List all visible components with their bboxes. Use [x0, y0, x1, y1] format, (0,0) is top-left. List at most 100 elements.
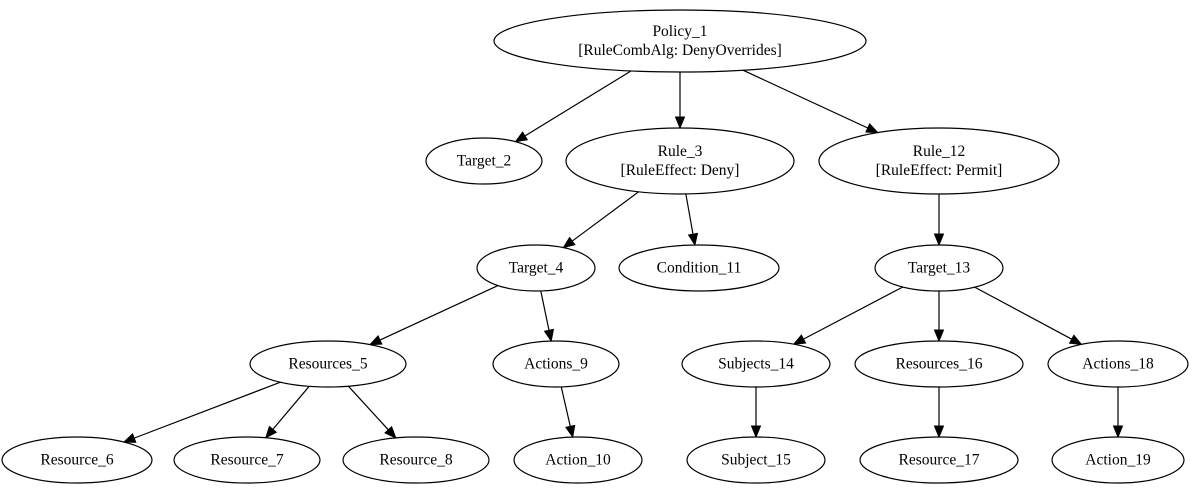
node-attribute: [RuleEffect: Deny] [621, 162, 740, 179]
node-label: Resources_16 [896, 356, 983, 373]
node-action-10: Action_10 [513, 436, 643, 484]
edge-line [560, 386, 571, 427]
edge-line [133, 381, 281, 439]
node-resources-5: Resources_5 [249, 340, 407, 388]
edge-resources_16-to-resource_17 [933, 387, 945, 439]
node-label: Action_19 [1085, 452, 1151, 469]
node-label: Resource_17 [899, 452, 980, 469]
node-policy-1: Policy_1 [RuleCombAlg: DenyOverrides] [493, 9, 867, 73]
edge-actions_18-to-action_19 [1112, 387, 1124, 439]
edge-subjects_14-to-subject_15 [750, 387, 762, 439]
node-ellipse [681, 340, 831, 388]
edge-policy_1-to-rule_3 [674, 72, 686, 130]
node-actions-9: Actions_9 [492, 340, 620, 388]
arrowhead [264, 425, 278, 439]
arrowhead [1112, 425, 1124, 439]
edge-target_13-to-subjects_14 [792, 286, 904, 345]
node-ellipse [859, 436, 1019, 484]
edge-policy_1-to-target_2 [514, 70, 632, 143]
arrowhead [865, 123, 879, 134]
node-ellipse [425, 137, 543, 185]
node-label: Resources_5 [288, 356, 367, 373]
node-label: Rule_3 [658, 143, 703, 160]
node-ellipse [492, 340, 620, 388]
node-target-13: Target_13 [874, 244, 1004, 292]
node-label: Policy_1 [652, 23, 707, 40]
edge-line [272, 385, 310, 430]
node-ellipse [513, 436, 643, 484]
edge-resources_5-to-resource_8 [347, 385, 397, 439]
arrowhead [368, 335, 383, 346]
node-subject-15: Subject_15 [686, 436, 826, 484]
node-label: Actions_9 [524, 356, 588, 373]
arrowhead [384, 425, 397, 439]
arrowhead [514, 131, 529, 143]
arrowhead [122, 433, 137, 443]
edge-line [974, 286, 1073, 340]
edge-line [347, 385, 389, 431]
arrowhead [792, 334, 807, 345]
node-rule-3: Rule_3 [RuleEffect: Deny] [565, 127, 795, 195]
node-label: Resource_6 [40, 452, 113, 469]
node-label: Action_10 [545, 452, 611, 469]
node-label: Subject_15 [721, 452, 791, 469]
node-resource-17: Resource_17 [859, 436, 1019, 484]
edge-rule_3-to-target_4 [562, 191, 639, 249]
node-label: Rule_12 [913, 143, 966, 160]
node-resource-8: Resource_8 [342, 436, 490, 484]
arrowhead [750, 425, 762, 439]
node-ellipse [854, 340, 1024, 388]
nodes-layer: Policy_1 [RuleCombAlg: DenyOverrides] Targ… [1, 9, 1189, 484]
node-label: Target_13 [908, 260, 971, 277]
edge-line [379, 285, 499, 341]
arrowhead [687, 232, 699, 247]
node-ellipse [249, 340, 407, 388]
arrowhead [933, 233, 945, 247]
node-target-4: Target_4 [476, 244, 596, 292]
edge-actions_9-to-action_10 [560, 386, 576, 439]
edge-target_4-to-actions_9 [540, 290, 555, 343]
edge-resources_5-to-resource_6 [122, 381, 281, 443]
node-ellipse [476, 244, 596, 292]
node-target-2: Target_2 [425, 137, 543, 185]
node-label: Actions_18 [1082, 356, 1154, 373]
node-ellipse [1051, 436, 1185, 484]
node-ellipse [342, 436, 490, 484]
node-ellipse [818, 127, 1060, 195]
edge-line [685, 193, 694, 235]
node-attribute: [RuleCombAlg: DenyOverrides] [578, 42, 782, 59]
node-ellipse [173, 436, 321, 484]
node-label: Resource_7 [210, 452, 283, 469]
node-subjects-14: Subjects_14 [681, 340, 831, 388]
edge-rule_12-to-target_13 [933, 194, 945, 247]
edge-resources_5-to-resource_7 [264, 385, 310, 439]
node-condition-11: Condition_11 [618, 244, 780, 292]
node-ellipse [618, 244, 780, 292]
node-ellipse [1047, 340, 1189, 388]
edge-line [742, 69, 869, 129]
node-ellipse [493, 9, 867, 73]
edge-target_4-to-resources_5 [368, 285, 499, 346]
arrowhead [1068, 334, 1083, 346]
edges-layer [122, 69, 1124, 443]
node-ellipse [686, 436, 826, 484]
node-resource-6: Resource_6 [1, 436, 153, 484]
edge-line [803, 286, 904, 340]
node-ellipse [565, 127, 795, 195]
edge-line [571, 191, 639, 242]
node-rule-12: Rule_12 [RuleEffect: Permit] [818, 127, 1060, 195]
edge-policy_1-to-rule_12 [742, 69, 879, 134]
arrowhead [543, 328, 555, 343]
arrowhead [674, 116, 686, 130]
edge-target_13-to-actions_18 [974, 286, 1083, 346]
arrowhead [933, 425, 945, 439]
node-label: Target_4 [509, 260, 564, 277]
node-label: Subjects_14 [718, 356, 794, 373]
node-label: Target_2 [457, 153, 512, 170]
node-label: Condition_11 [657, 260, 742, 277]
edge-rule_3-to-condition_11 [685, 193, 699, 247]
node-attribute: [RuleEffect: Permit] [876, 162, 1003, 179]
node-ellipse [1, 436, 153, 484]
arrowhead [933, 329, 945, 343]
arrowhead [565, 424, 576, 439]
